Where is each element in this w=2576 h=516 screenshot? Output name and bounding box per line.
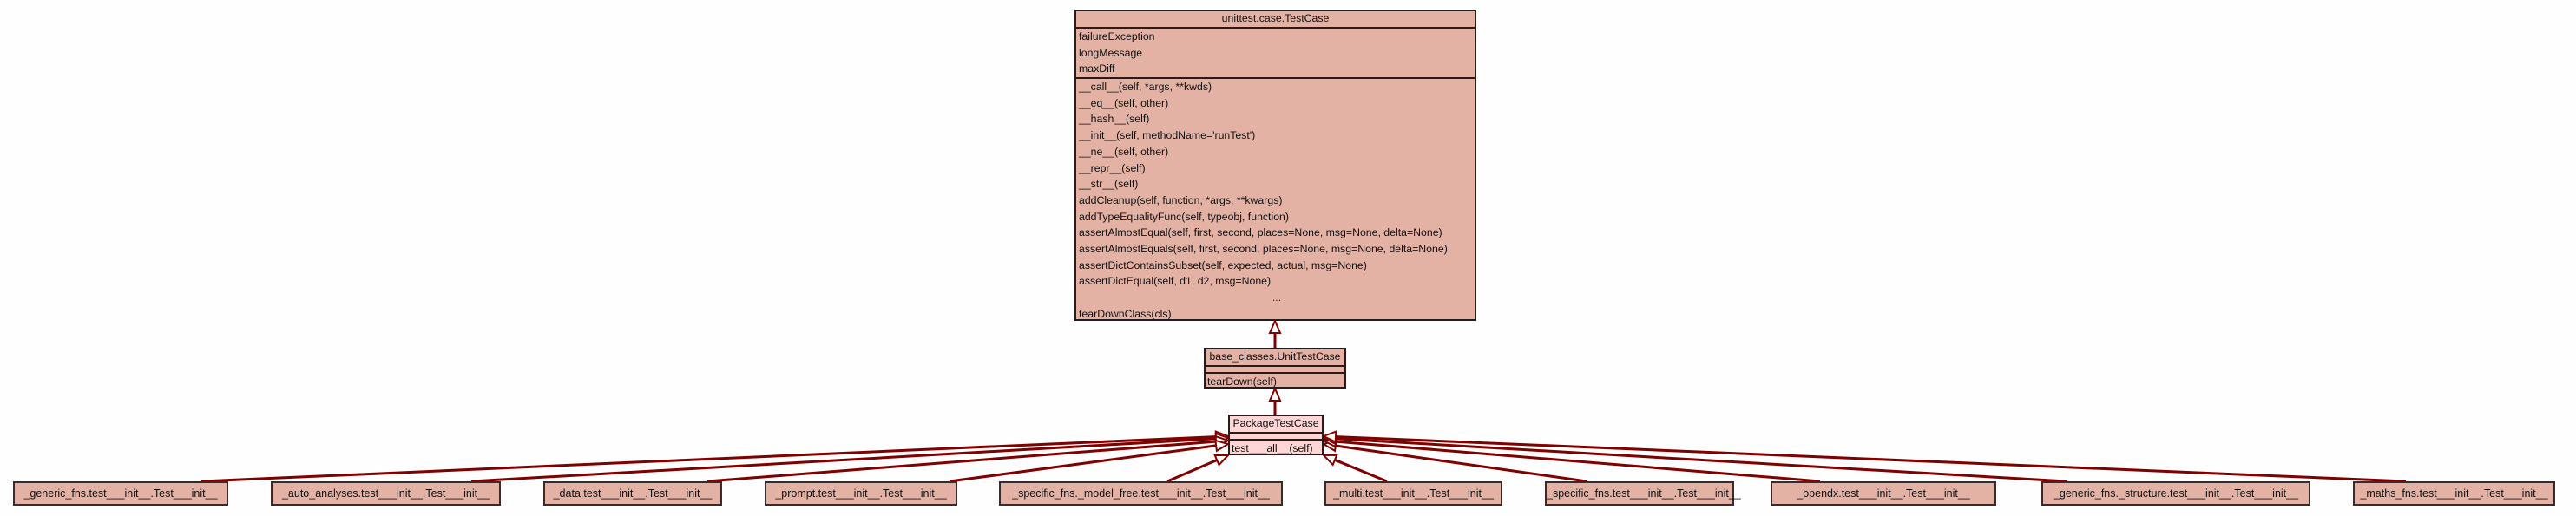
attribute: maxDiff	[1079, 62, 1115, 75]
method: __ne__(self, other)	[1079, 145, 1169, 158]
subclass-specific-fns-model-free[interactable]: _specific_fns._model_free.test___init__.…	[999, 481, 1283, 506]
edge-subclass-0-arrowhead-icon	[1214, 430, 1231, 444]
class-title: PackageTestCase	[1230, 416, 1322, 434]
class-methods: test___all__(self)	[1230, 441, 1322, 457]
class-packagetestcase[interactable]: PackageTestCase test___all__(self)	[1228, 415, 1324, 455]
method: __hash__(self)	[1079, 113, 1150, 126]
edge-subclass-8	[1335, 437, 2067, 483]
subclass-generic-fns[interactable]: _generic_fns.test___init__.Test___init__	[13, 481, 228, 506]
class-attributes	[1206, 367, 1344, 374]
class-methods: tearDown(self)	[1206, 374, 1344, 390]
edge-unittestcase-to-testcase-arrowhead-icon	[1268, 318, 1282, 334]
edge-subclass-5	[1334, 458, 1388, 483]
method: assertAlmostEqual(self, first, second, p…	[1079, 226, 1442, 239]
edge-subclass-1	[470, 437, 1217, 483]
subclass-specific-fns[interactable]: _specific_fns.test___init__.Test___init_…	[1545, 481, 1741, 506]
edge-subclass-9	[1335, 435, 2407, 483]
method: __call__(self, *args, **kwds)	[1079, 81, 1212, 94]
method: assertDictEqual(self, d1, d2, msg=None)	[1079, 275, 1272, 288]
edge-subclass-0	[200, 435, 1217, 483]
subclass-multi[interactable]: _multi.test___init__.Test___init__	[1324, 481, 1502, 506]
edge-subclass-3	[949, 444, 1217, 483]
method: assertDictContainsSubset(self, expected,…	[1079, 258, 1367, 271]
method: addCleanup(self, function, *args, **kwar…	[1079, 193, 1283, 206]
edge-subclass-1-arrowhead-icon	[1214, 432, 1231, 446]
subclass-maths-fns[interactable]: _maths_fns.test___init__.Test___init__	[2353, 481, 2555, 506]
class-attributes: failureException longMessage maxDiff	[1076, 29, 1475, 80]
class-unittestcase[interactable]: base_classes.UnitTestCase tearDown(self)	[1204, 348, 1346, 389]
subclass-prompt[interactable]: _prompt.test___init__.Test___init__	[765, 481, 957, 506]
edge-subclass-6-arrowhead-icon	[1321, 439, 1337, 453]
method: tearDown(self)	[1207, 376, 1277, 388]
subclass-auto-analyses[interactable]: _auto_analyses.test___init__.Test___init…	[271, 481, 501, 506]
method: __str__(self)	[1079, 178, 1139, 191]
class-methods: __call__(self, *args, **kwds) __eq__(sel…	[1076, 79, 1475, 322]
method: __init__(self, methodName='runTest')	[1079, 129, 1256, 142]
subclass-generic-fns-structure[interactable]: _generic_fns._structure.test___init__.Te…	[2041, 481, 2310, 506]
edge-subclass-2	[706, 440, 1217, 483]
class-attributes	[1230, 434, 1322, 441]
method: __eq__(self, other)	[1079, 96, 1169, 109]
method: addTypeEqualityFunc(self, typeobj, funct…	[1079, 210, 1289, 223]
method: test___all__(self)	[1232, 442, 1313, 454]
edge-packagetestcase-to-unittestcase-arrowhead-icon	[1268, 386, 1282, 402]
edge-subclass-3-arrowhead-icon	[1214, 439, 1231, 453]
edge-subclass-4-arrowhead-icon	[1213, 454, 1231, 467]
edge-subclass-7	[1335, 440, 1821, 483]
edge-subclass-2-arrowhead-icon	[1214, 434, 1231, 448]
edge-subclass-6	[1335, 444, 1587, 483]
subclass-data[interactable]: _data.test___init__.Test___init__	[543, 481, 722, 506]
method: assertAlmostEquals(self, first, second, …	[1079, 242, 1448, 255]
class-title: unittest.case.TestCase	[1076, 11, 1475, 29]
class-unittest-testcase[interactable]: unittest.case.TestCase failureException …	[1074, 10, 1476, 321]
subclass-opendx[interactable]: _opendx.test___init__.Test___init__	[1771, 481, 1996, 506]
edge-subclass-7-arrowhead-icon	[1321, 434, 1337, 448]
method: __repr__(self)	[1079, 161, 1146, 174]
edge-subclass-4	[1166, 459, 1218, 483]
class-title: base_classes.UnitTestCase	[1206, 349, 1344, 367]
edge-subclass-9-arrowhead-icon	[1321, 430, 1337, 444]
methods-ellipsis: ...	[1272, 291, 1282, 304]
edge-subclass-8-arrowhead-icon	[1321, 432, 1337, 446]
attribute: longMessage	[1079, 46, 1143, 59]
method: tearDownClass(cls)	[1079, 307, 1172, 320]
attribute: failureException	[1079, 30, 1155, 42]
edge-subclass-5-arrowhead-icon	[1321, 454, 1338, 467]
